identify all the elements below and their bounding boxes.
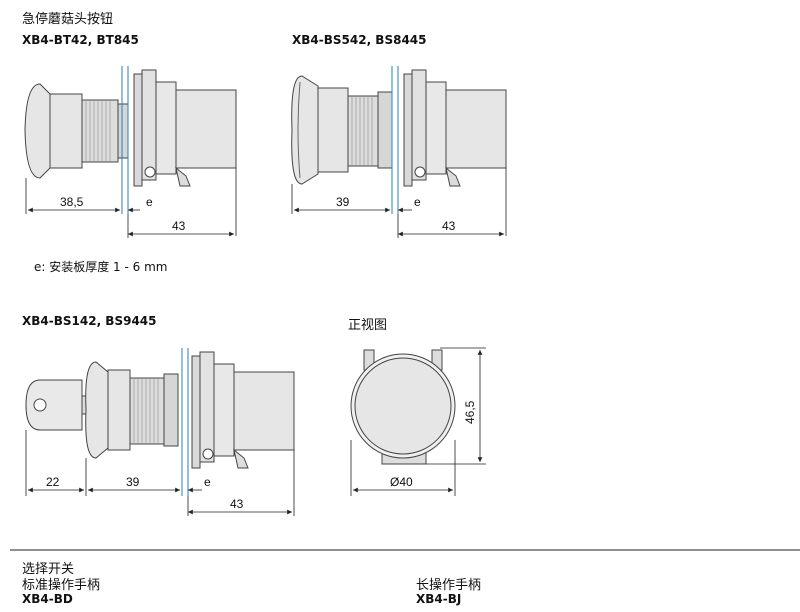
drawing-b-mushroom-button	[291, 69, 507, 187]
dimension-lines-b	[291, 168, 507, 238]
terminal-a	[175, 166, 191, 187]
dim-label-b-length: 39	[336, 195, 350, 209]
screw-c	[202, 448, 214, 460]
dimension-lines-c	[25, 430, 295, 516]
mushroom-head-b	[291, 75, 319, 185]
mount-frame-c	[199, 351, 215, 463]
bezel-c	[163, 373, 179, 447]
mushroom-head-a	[24, 83, 51, 179]
ring-nut-c	[129, 377, 165, 445]
dim-label-a-e: e	[146, 195, 153, 209]
button-collar-c	[107, 369, 131, 451]
mount-clamp-a	[133, 73, 143, 187]
section-title-emergency-stop: 急停蘑菇头按钮	[22, 12, 114, 27]
contact-block-b	[445, 89, 507, 169]
model-label-c: XB4-BS142, BS9445	[22, 314, 157, 328]
drawing-a-mushroom-button	[24, 69, 237, 187]
mounting-note: e: 安装板厚度 1 - 6 mm	[34, 260, 168, 274]
ring-nut-a	[81, 99, 119, 163]
right-handle-model: XB4-BJ	[416, 592, 462, 606]
key-bow	[25, 379, 83, 431]
model-label-a: XB4-BT42, BT845	[22, 33, 139, 47]
button-collar-b	[317, 87, 349, 173]
dim-label-front-diameter: Ø40	[390, 475, 413, 489]
terminal-b	[445, 166, 461, 187]
dim-label-a-body: 43	[172, 219, 186, 233]
mushroom-head-c	[85, 361, 109, 459]
dim-label-c-e: e	[204, 475, 211, 489]
latch-block-c	[213, 363, 235, 457]
bezel-a	[117, 103, 129, 159]
mount-clamp-b	[403, 73, 413, 187]
dim-label-c-body: 43	[230, 497, 244, 511]
contact-block-c	[233, 371, 295, 451]
panel-lines-b	[391, 66, 399, 214]
mount-clamp-c	[191, 355, 201, 469]
dim-label-b-e: e	[414, 195, 421, 209]
dim-label-front-height: 46,5	[463, 400, 477, 424]
contact-block-a	[175, 89, 237, 169]
section-title-selector-switch: 选择开关	[22, 562, 75, 577]
front-view-drawing	[350, 349, 456, 465]
panel-lines-c	[181, 348, 189, 496]
latch-block-a	[155, 81, 177, 175]
dimension-lines-a	[25, 168, 237, 238]
model-label-b: XB4-BS542, BS8445	[292, 33, 427, 47]
panel-lines-a	[121, 66, 129, 214]
left-handle-subtitle: 标准操作手柄	[22, 578, 101, 593]
latch-block-b	[425, 81, 447, 175]
drawing-c-key-button	[25, 351, 295, 469]
dim-label-a-length: 38,5	[60, 195, 84, 209]
dim-label-b-body: 43	[442, 219, 456, 233]
button-collar-a	[49, 93, 83, 169]
front-button-face	[354, 357, 452, 455]
dim-label-c-length: 39	[126, 475, 140, 489]
screw-b	[414, 166, 426, 178]
screw-a	[144, 166, 156, 178]
bezel-b	[377, 91, 393, 169]
right-handle-subtitle: 长操作手柄	[416, 578, 482, 593]
left-handle-model: XB4-BD	[22, 592, 73, 606]
dimension-lines-front	[350, 347, 486, 496]
front-view-label: 正视图	[348, 318, 388, 333]
mount-frame-a	[141, 69, 157, 181]
key-hole	[33, 398, 47, 412]
terminal-c	[233, 448, 249, 469]
mount-frame-b	[411, 69, 427, 181]
dim-label-c-key: 22	[46, 475, 60, 489]
ring-nut-b	[347, 95, 379, 167]
